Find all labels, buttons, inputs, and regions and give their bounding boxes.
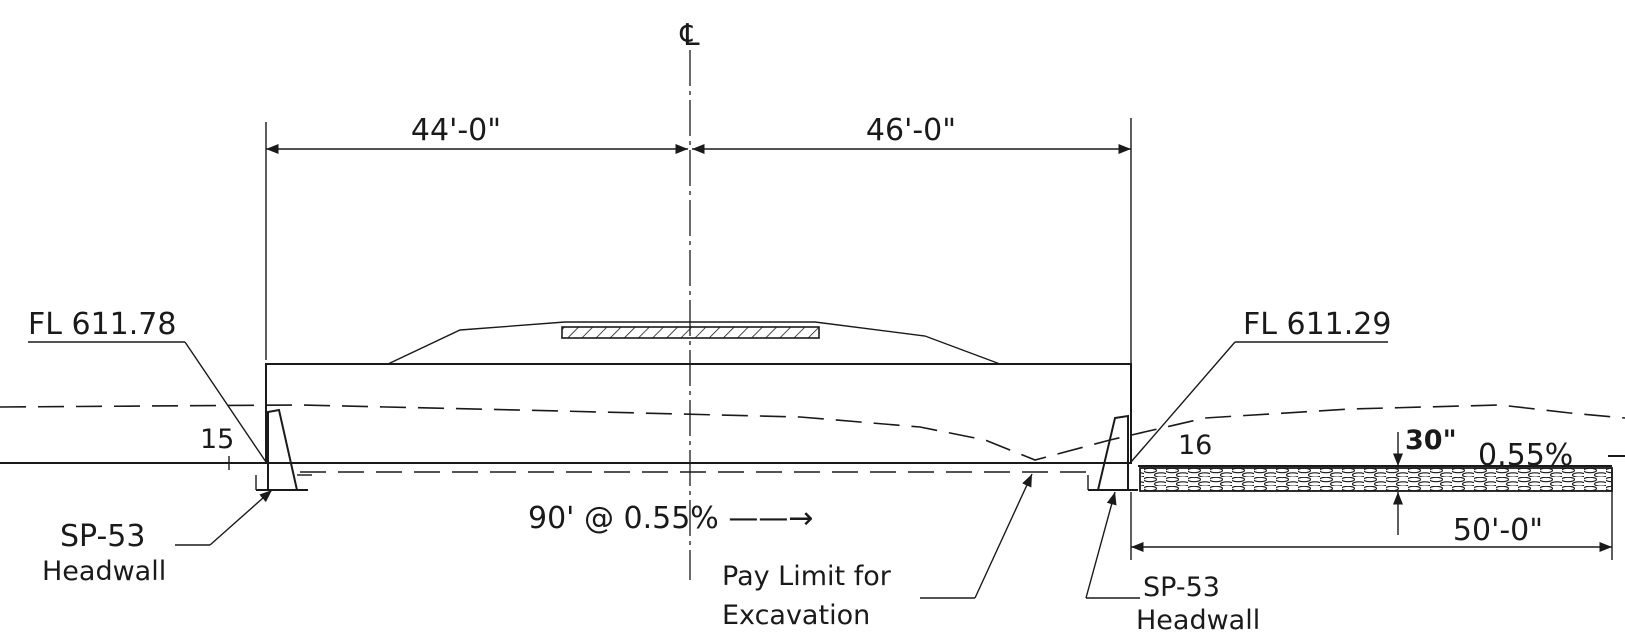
headwall-right-label-1: SP-53 bbox=[1143, 572, 1220, 603]
pay-limit-label-2: Excavation bbox=[722, 600, 870, 631]
headwall-left bbox=[267, 408, 299, 491]
headwall-right-leader bbox=[1085, 491, 1117, 599]
centerline-symbol: ℄ bbox=[679, 18, 699, 53]
headwall-left-leader bbox=[209, 489, 273, 546]
dimension-left-label: 44'-0" bbox=[411, 113, 501, 148]
fl-right-label: FL 611.29 bbox=[1243, 307, 1391, 342]
pay-limit-label-1: Pay Limit for bbox=[722, 561, 892, 592]
mark-16: 16 bbox=[1178, 430, 1212, 461]
grade-note: 90' @ 0.55% ——→ bbox=[528, 501, 813, 536]
dimension-right-label: 46'-0" bbox=[866, 113, 956, 148]
headwall-right-label-2: Headwall bbox=[1136, 605, 1260, 636]
slope-right-label: 0.55% bbox=[1478, 438, 1573, 473]
pavement-hatch bbox=[561, 326, 820, 339]
depth-label: 30" bbox=[1405, 425, 1457, 456]
headwall-left-label-2: Headwall bbox=[42, 556, 166, 587]
headwall-left-label-1: SP-53 bbox=[60, 519, 145, 554]
headwall-right bbox=[1096, 414, 1129, 491]
embankment-profile bbox=[387, 321, 1001, 365]
channel-dimension-label: 50'-0" bbox=[1453, 513, 1543, 548]
pay-limit-leader bbox=[974, 473, 1033, 599]
fl-left-label: FL 611.78 bbox=[28, 307, 176, 342]
culvert-box bbox=[265, 363, 1132, 464]
fl-left-leader bbox=[184, 341, 267, 463]
existing-ground-line bbox=[0, 404, 1625, 461]
fl-right-leader bbox=[1130, 341, 1236, 463]
mark-15: 15 bbox=[200, 424, 234, 455]
